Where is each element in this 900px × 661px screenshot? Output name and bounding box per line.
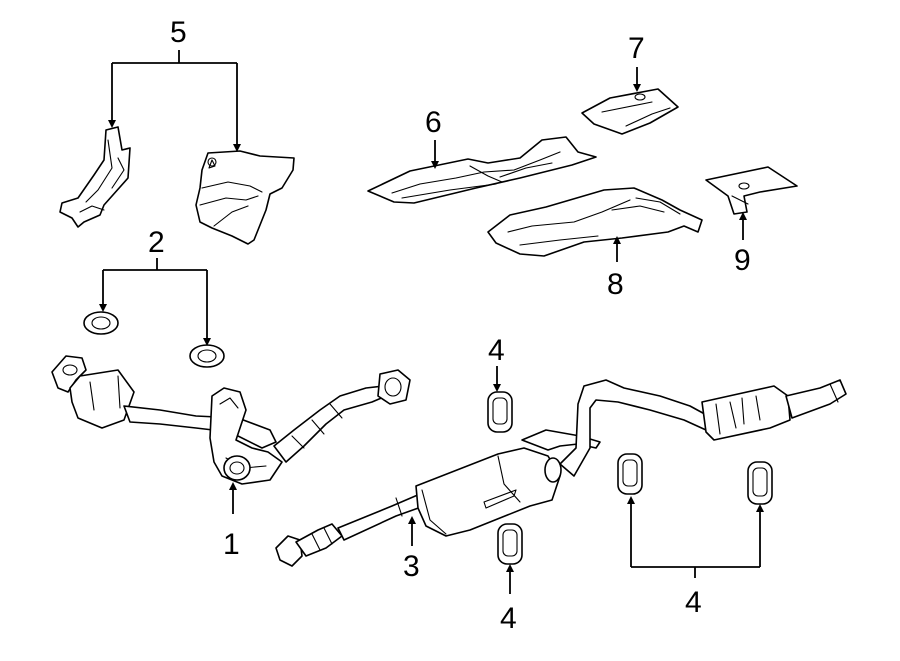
muffler-tailpipe-assembly [275, 379, 847, 567]
callout-9: 9 [734, 244, 751, 277]
callout-4-top: 4 [488, 334, 505, 367]
heat-shield-right [195, 150, 295, 245]
hanger-insulator [487, 391, 773, 565]
callout-4-right: 4 [685, 586, 702, 619]
small-heat-shield-top [581, 88, 679, 135]
callout-8: 8 [607, 268, 624, 301]
gasket-left [83, 311, 119, 335]
floor-heat-shield-rear [487, 187, 703, 257]
catalytic-converter-y-pipe [51, 355, 411, 485]
floor-heat-shield-front [367, 136, 597, 204]
callout-3: 3 [403, 550, 420, 583]
leader-lines [99, 50, 764, 594]
callout-7: 7 [628, 32, 645, 65]
callout-4-bottom: 4 [500, 602, 517, 635]
callout-6: 6 [425, 106, 442, 139]
gasket-right [189, 344, 225, 368]
heat-shield-left [59, 126, 131, 228]
callout-5: 5 [170, 16, 187, 49]
callout-2: 2 [148, 226, 165, 259]
callout-1: 1 [223, 528, 240, 561]
bracket-heat-shield [705, 166, 798, 215]
